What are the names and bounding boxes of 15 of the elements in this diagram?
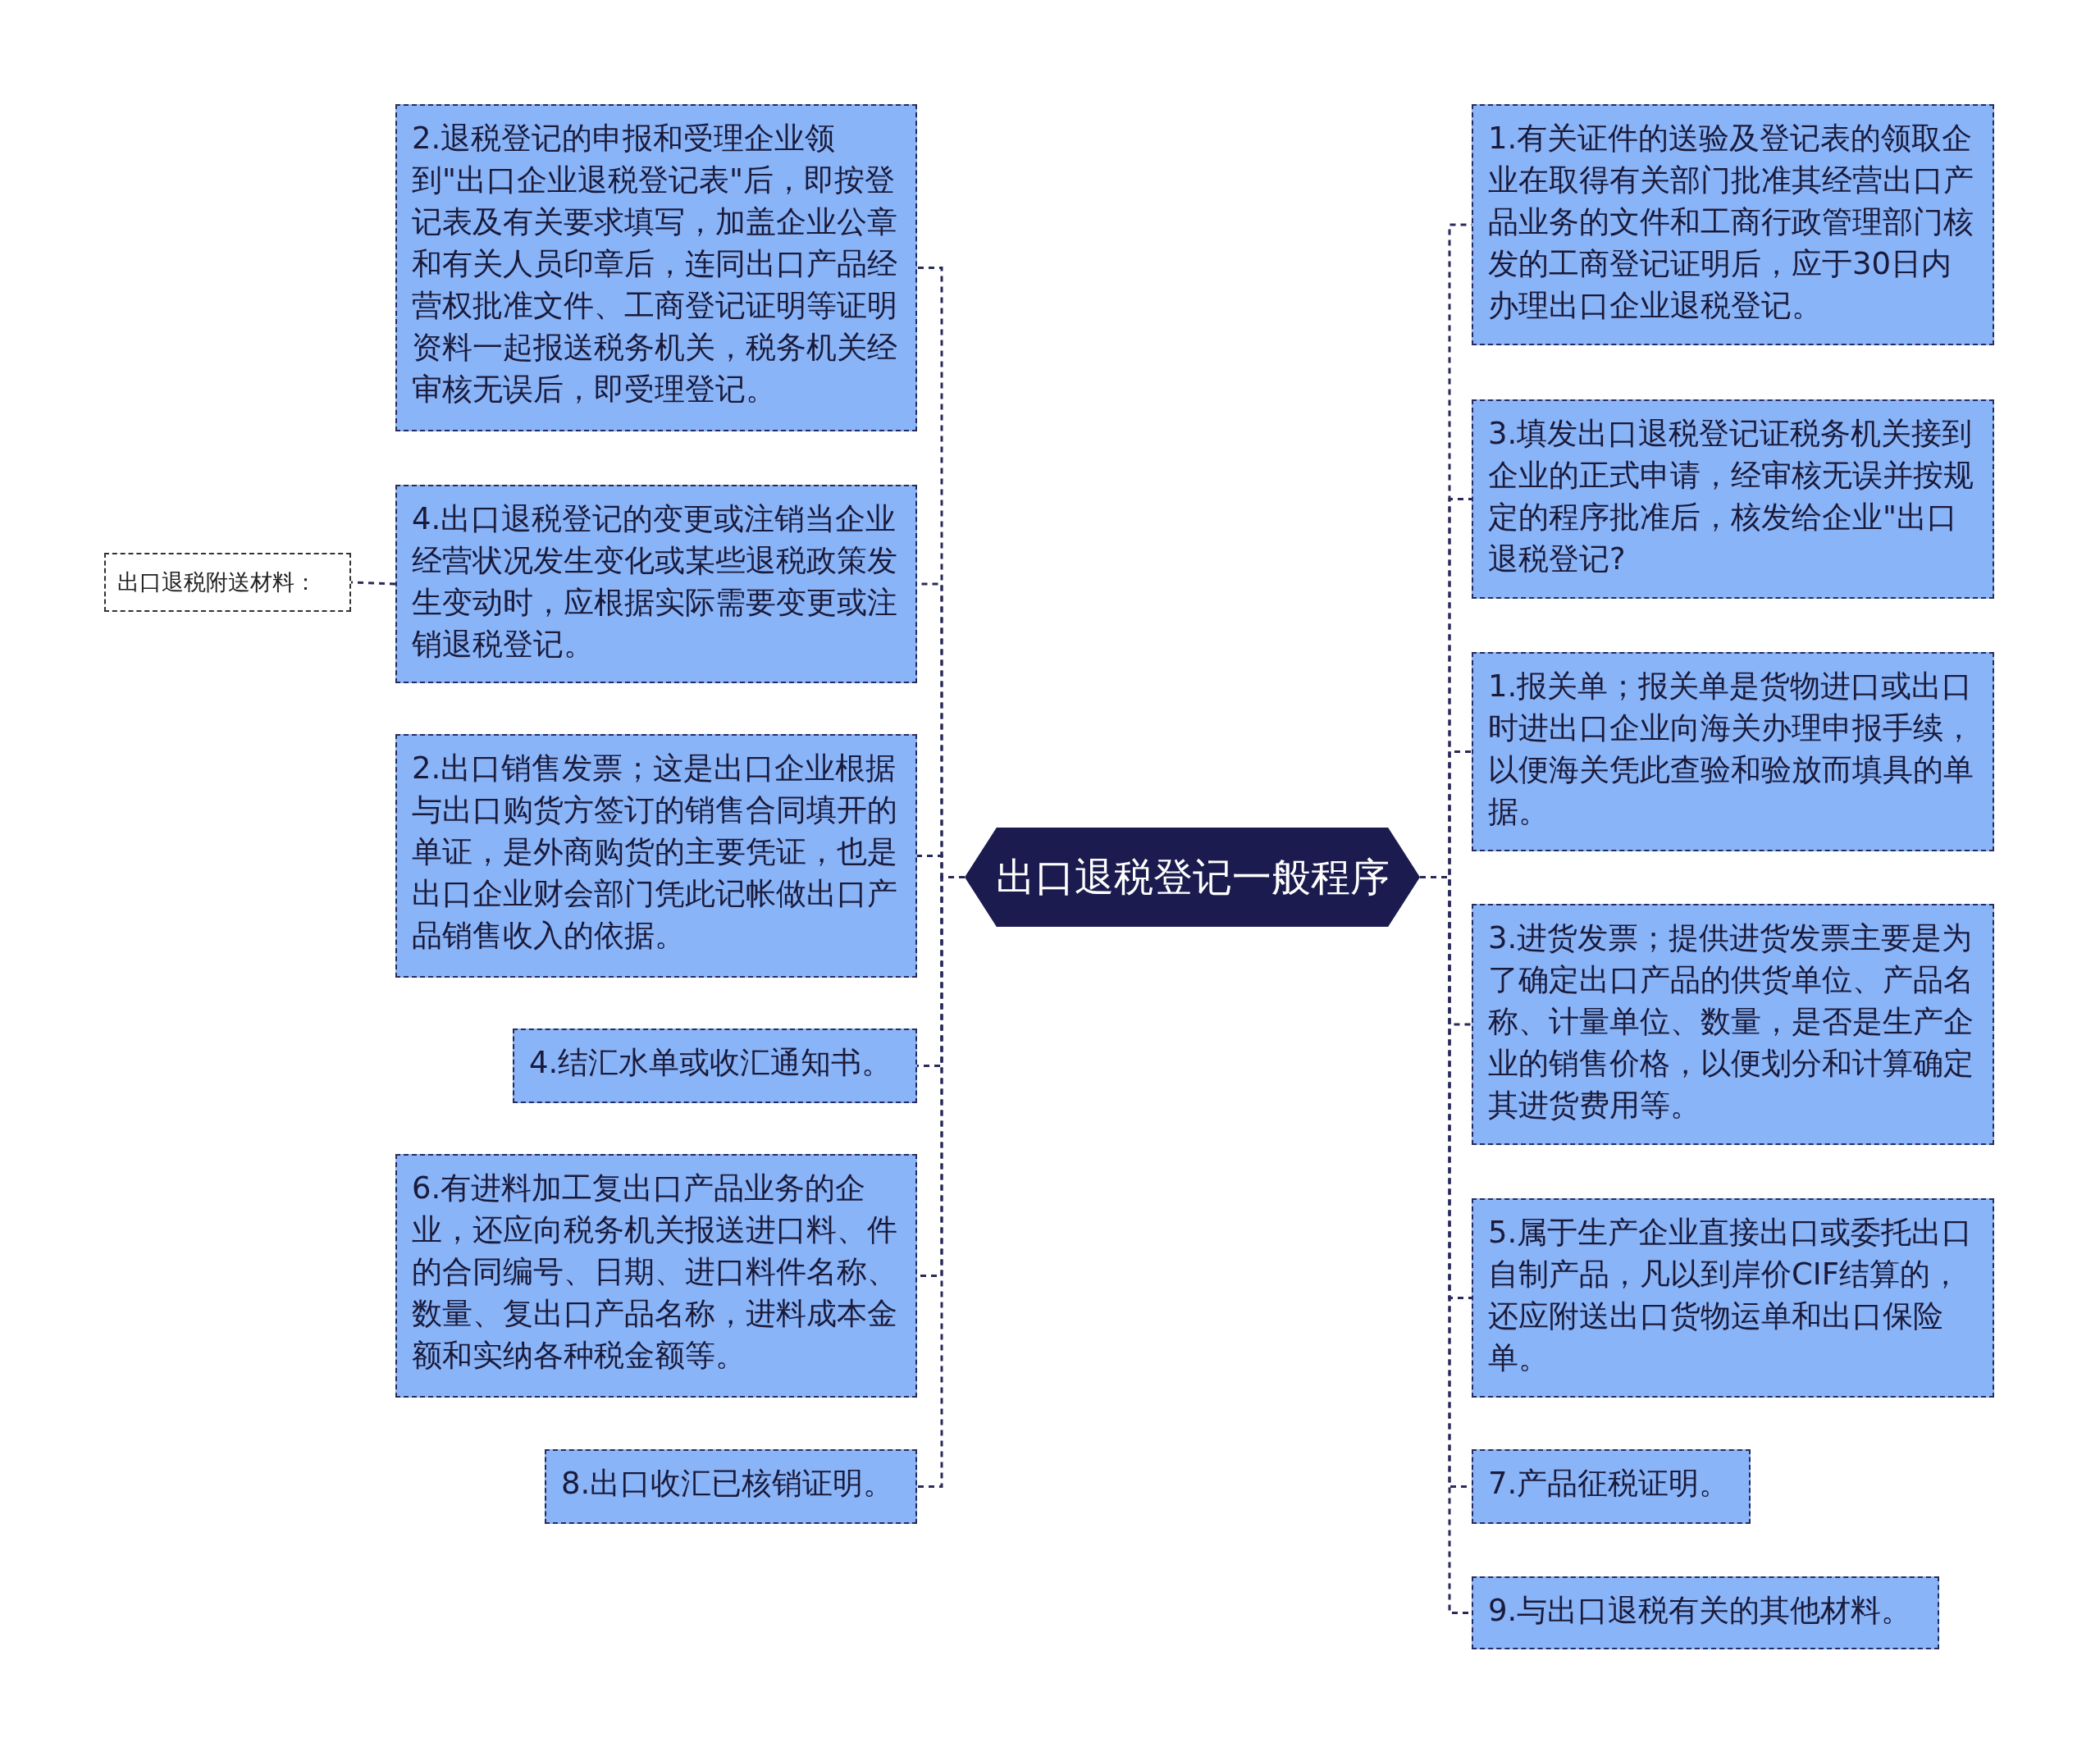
topic-box: 1.报关单；报关单是货物进口或出口时进出口企业向海关办理申报手续，以便海关凭此查验和验放而填具的单据。	[1472, 652, 1994, 851]
topic-box: 1.有关证件的送验及登记表的领取企业在取得有关部门批准其经营出口产品业务的文件和工商行政管理部门核发的工商登记证明后，应于30日内办理出口企业退税登记。	[1472, 104, 1994, 345]
label-box: 出口退税附送材料：	[104, 553, 351, 612]
topic-box: 8.出口收汇已核销证明。	[545, 1449, 917, 1524]
topic-box: 2.出口销售发票；这是出口企业根据与出口购货方签订的销售合同填开的单证，是外商购货的主要凭证，也是出口企业财会部门凭此记帐做出口产品销售收入的依据。	[395, 734, 917, 978]
topic-box: 6.有进料加工复出口产品业务的企业，还应向税务机关报送进口料、件的合同编号、日期、进口料件名称、数量、复出口产品名称，进料成本金额和实纳各种税金额等。	[395, 1154, 917, 1398]
topic-box: 3.进货发票；提供进货发票主要是为了确定出口产品的供货单位、产品名称、计量单位、数量，是否是生产企业的销售价格，以便划分和计算确定其进货费用等。	[1472, 904, 1994, 1145]
topic-box: 3.填发出口退税登记证税务机关接到企业的正式申请，经审核无误并按规定的程序批准后，核发给企业"出口退税登记?	[1472, 399, 1994, 599]
topic-box: 5.属于生产企业直接出口或委托出口自制产品，凡以到岸价CIF结算的，还应附送出口货物运单和出口保险单。	[1472, 1198, 1994, 1398]
topic-box: 2.退税登记的申报和受理企业领到"出口企业退税登记表"后，即按登记表及有关要求填写，加盖企业公章和有关人员印章后，连同出口产品经营权批准文件、工商登记证明等证明资料一起报送税务机关，税务机关经审核无误后，即受理登记。	[395, 104, 917, 431]
topic-box: 4.出口退税登记的变更或注销当企业经营状况发生变化或某些退税政策发生变动时，应根据实际需要变更或注销退税登记。	[395, 485, 917, 683]
topic-box: 9.与出口退税有关的其他材料。	[1472, 1576, 1939, 1649]
connector-line	[350, 581, 396, 586]
topic-box: 7.产品征税证明。	[1472, 1449, 1751, 1524]
topic-box: 4.结汇水单或收汇通知书。	[513, 1029, 917, 1103]
